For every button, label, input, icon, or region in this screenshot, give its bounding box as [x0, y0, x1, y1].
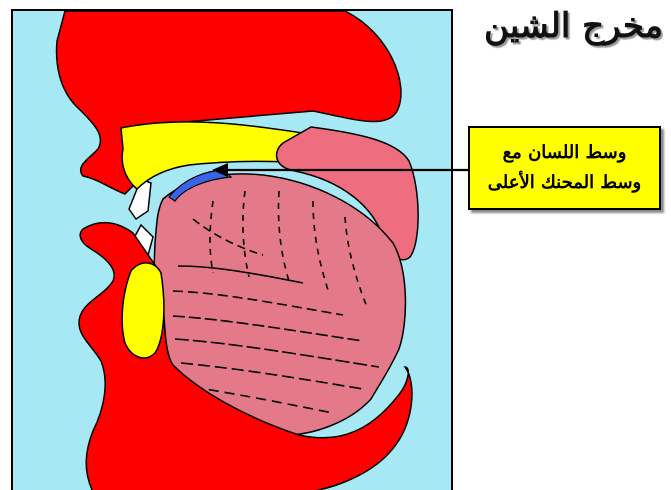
callout-line-1: وسط اللسان مع — [503, 138, 627, 168]
callout-line-2: وسط المحنك الأعلى — [488, 168, 641, 198]
sagittal-mouth-section-icon — [13, 11, 453, 490]
lower-jaw-bone — [122, 263, 164, 358]
callout-label: وسط اللسان مع وسط المحنك الأعلى — [468, 126, 661, 210]
mouth-diagram — [11, 9, 453, 490]
page-title: مخرج الشين — [484, 6, 663, 46]
